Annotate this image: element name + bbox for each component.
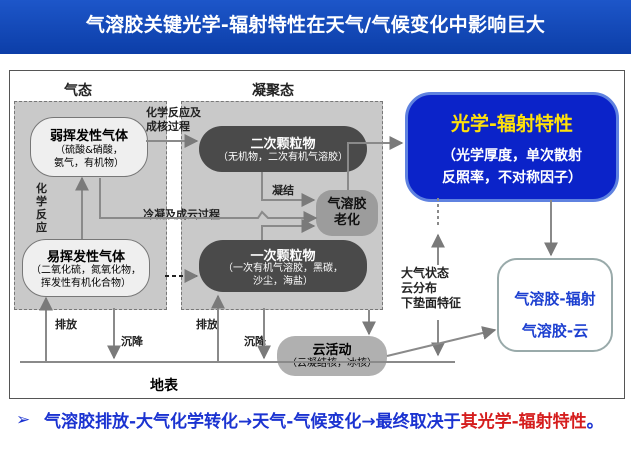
title-banner: 气溶胶关键光学-辐射特性在天气/气候变化中影响巨大 <box>0 0 631 54</box>
footer-bullet-icon: ➢ <box>16 410 31 430</box>
optical-properties-desc: （光学厚度，单次散射 反照率，不对称因子） <box>442 148 582 186</box>
optical-properties-box: 光学-辐射特性 （光学厚度，单次散射 反照率，不对称因子） <box>405 92 619 202</box>
chem-reaction-label: 化 学 反 应 <box>36 182 47 234</box>
footer-summary: 气溶胶排放-大气化学转化→天气-气候变化→最终取决于其光学-辐射特性。 <box>44 407 619 437</box>
aerosol-cloud-label: 气溶胶-云 <box>521 322 589 340</box>
cloud-activity-detail: （云凝结核，冰核） <box>287 358 377 369</box>
gas-zone-header: 气态 <box>64 83 92 99</box>
footer-text-highlight: 其光学-辐射特性 <box>460 412 587 432</box>
footer-text-end: 。 <box>586 412 604 432</box>
atmospheric-factors-label: 大气状态 云分布 下垫面特征 <box>401 266 462 310</box>
chem-reaction-growth-label: 化学反应及 成核过程 <box>146 106 201 133</box>
deposition-left-label: 沉降 <box>121 335 143 348</box>
volatile-gas-title: 易挥发性气体 <box>46 250 125 265</box>
emission-right-label: 排放 <box>196 318 218 331</box>
emission-left-label: 排放 <box>55 318 77 331</box>
arrow-aging-to-optics <box>347 136 404 190</box>
footer-text-main: 气溶胶排放-大气化学转化→天气-气候变化→最终取决于 <box>44 412 461 432</box>
arrow-cloud-to-interactions <box>386 326 497 357</box>
secondary-particles-title: 二次颗粒物 <box>250 137 316 152</box>
weak-volatile-gas-detail: （硫酸&硝酸， 氨气，有机物） <box>54 145 124 169</box>
page-title: 气溶胶关键光学-辐射特性在天气/气候变化中影响巨大 <box>85 14 546 36</box>
secondary-particles-box: 二次颗粒物 （无机物，二次有机气溶胶） <box>199 126 367 172</box>
coagulation-label: 凝结 <box>272 184 294 197</box>
condensed-zone-header: 凝聚态 <box>252 83 294 99</box>
cloud-activity-box: 云活动 （云凝结核，冰核） <box>277 336 387 376</box>
weak-volatile-gas-box: 弱挥发性气体 （硫酸&硝酸， 氨气，有机物） <box>30 117 148 177</box>
arrow-coagulation-down <box>261 172 316 207</box>
aerosol-radiation-label: 气溶胶-辐射 <box>514 290 596 308</box>
secondary-particles-detail: （无机物，二次有机气溶胶） <box>218 152 348 163</box>
aerosol-aging-box: 气溶胶 老化 <box>316 190 378 236</box>
deposition-right-label: 沉降 <box>244 335 266 348</box>
primary-particles-box: 一次颗粒物 （一次有机气溶胶，黑碳， 沙尘，海盐） <box>199 240 367 292</box>
weak-volatile-gas-title: 弱挥发性气体 <box>49 129 128 144</box>
cloud-activity-title: 云活动 <box>312 343 352 358</box>
volatile-gas-detail: （二氧化硫，氮氧化物， 挥发性有机化合物） <box>31 265 141 289</box>
primary-particles-title: 一次颗粒物 <box>250 249 316 264</box>
arrow-primary-to-aging <box>261 219 316 240</box>
surface-label: 地表 <box>150 378 178 394</box>
interactions-box: 气溶胶-辐射 气溶胶-云 <box>497 258 613 352</box>
arrow-condensation <box>99 178 318 225</box>
volatile-gas-box: 易挥发性气体 （二氧化硫，氮氧化物， 挥发性有机化合物） <box>22 239 150 297</box>
optical-properties-title: 光学-辐射特性 <box>451 113 573 135</box>
primary-particles-detail: （一次有机气溶胶，黑碳， 沙尘，海盐） <box>223 263 343 287</box>
aerosol-aging-title: 气溶胶 老化 <box>327 197 367 228</box>
